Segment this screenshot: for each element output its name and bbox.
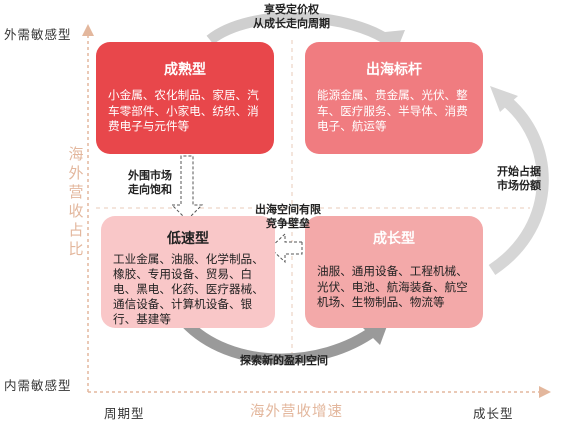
y-axis-bottom-label: 内需敏感型: [4, 378, 72, 393]
quadrant-low-speed-items: 工业金属、油服、化学制品、橡胶、专用设备、贸易、白电、黑电、化药、医疗器械、通信…: [113, 252, 264, 326]
quadrant-growth: 成长型 油服、通用设备、工程机械、光伏、电池、航海装备、航空机场、生物制品、物流…: [305, 216, 483, 328]
x-axis-left-label: 周期型: [104, 406, 145, 421]
quadrant-benchmark-items: 能源金属、贵金属、光伏、整车、医疗服务、半导体、消费电子、航运等: [317, 88, 468, 133]
quadrant-growth-items: 油服、通用设备、工程机械、光伏、电池、航海装备、航空机场、生物制品、物流等: [317, 264, 468, 309]
quadrant-low-speed-title: 低速型: [167, 231, 209, 247]
middle-block-arrow: [269, 232, 303, 264]
quadrant-mature-items: 小金属、农化制品、家居、汽车零部件、小家电、纺织、消费电子与元件等: [108, 88, 259, 133]
x-axis-title: 海外营收增速: [250, 404, 343, 420]
quadrant-low-speed: 低速型 工业金属、油服、化学制品、橡胶、专用设备、贸易、白电、黑电、化药、医疗器…: [101, 216, 275, 328]
y-axis-top-label: 外需敏感型: [4, 27, 72, 42]
top-curve-arrow: [206, 11, 399, 50]
transition-right-label: 开始占据 市场份额: [497, 165, 541, 192]
left-block-arrow: [170, 155, 204, 221]
quadrant-benchmark-title: 出海标杆: [366, 62, 422, 78]
transition-middle-label: 出海空间有限 竞争壁垒: [255, 203, 321, 230]
bottom-curve-arrow: [180, 318, 379, 365]
quadrant-growth-title: 成长型: [373, 231, 415, 247]
quadrant-mature-title: 成熟型: [164, 62, 206, 78]
transition-top-label: 享受定价权 从成长走向周期: [253, 3, 330, 30]
quadrant-benchmark: 出海标杆 能源金属、贵金属、光伏、整车、医疗服务、半导体、消费电子、航运等: [305, 42, 483, 154]
y-axis-title: 海外营收占比: [68, 145, 84, 258]
right-curve-arrow: [488, 95, 549, 276]
right-curve-arrowhead: [490, 86, 518, 112]
transition-bottom-label: 探索新的盈利空间: [240, 354, 328, 367]
transition-left-label: 外围市场 走向饱和: [128, 169, 172, 196]
x-axis-right-label: 成长型: [473, 406, 514, 421]
quadrant-mature: 成熟型 小金属、农化制品、家居、汽车零部件、小家电、纺织、消费电子与元件等: [96, 42, 274, 154]
